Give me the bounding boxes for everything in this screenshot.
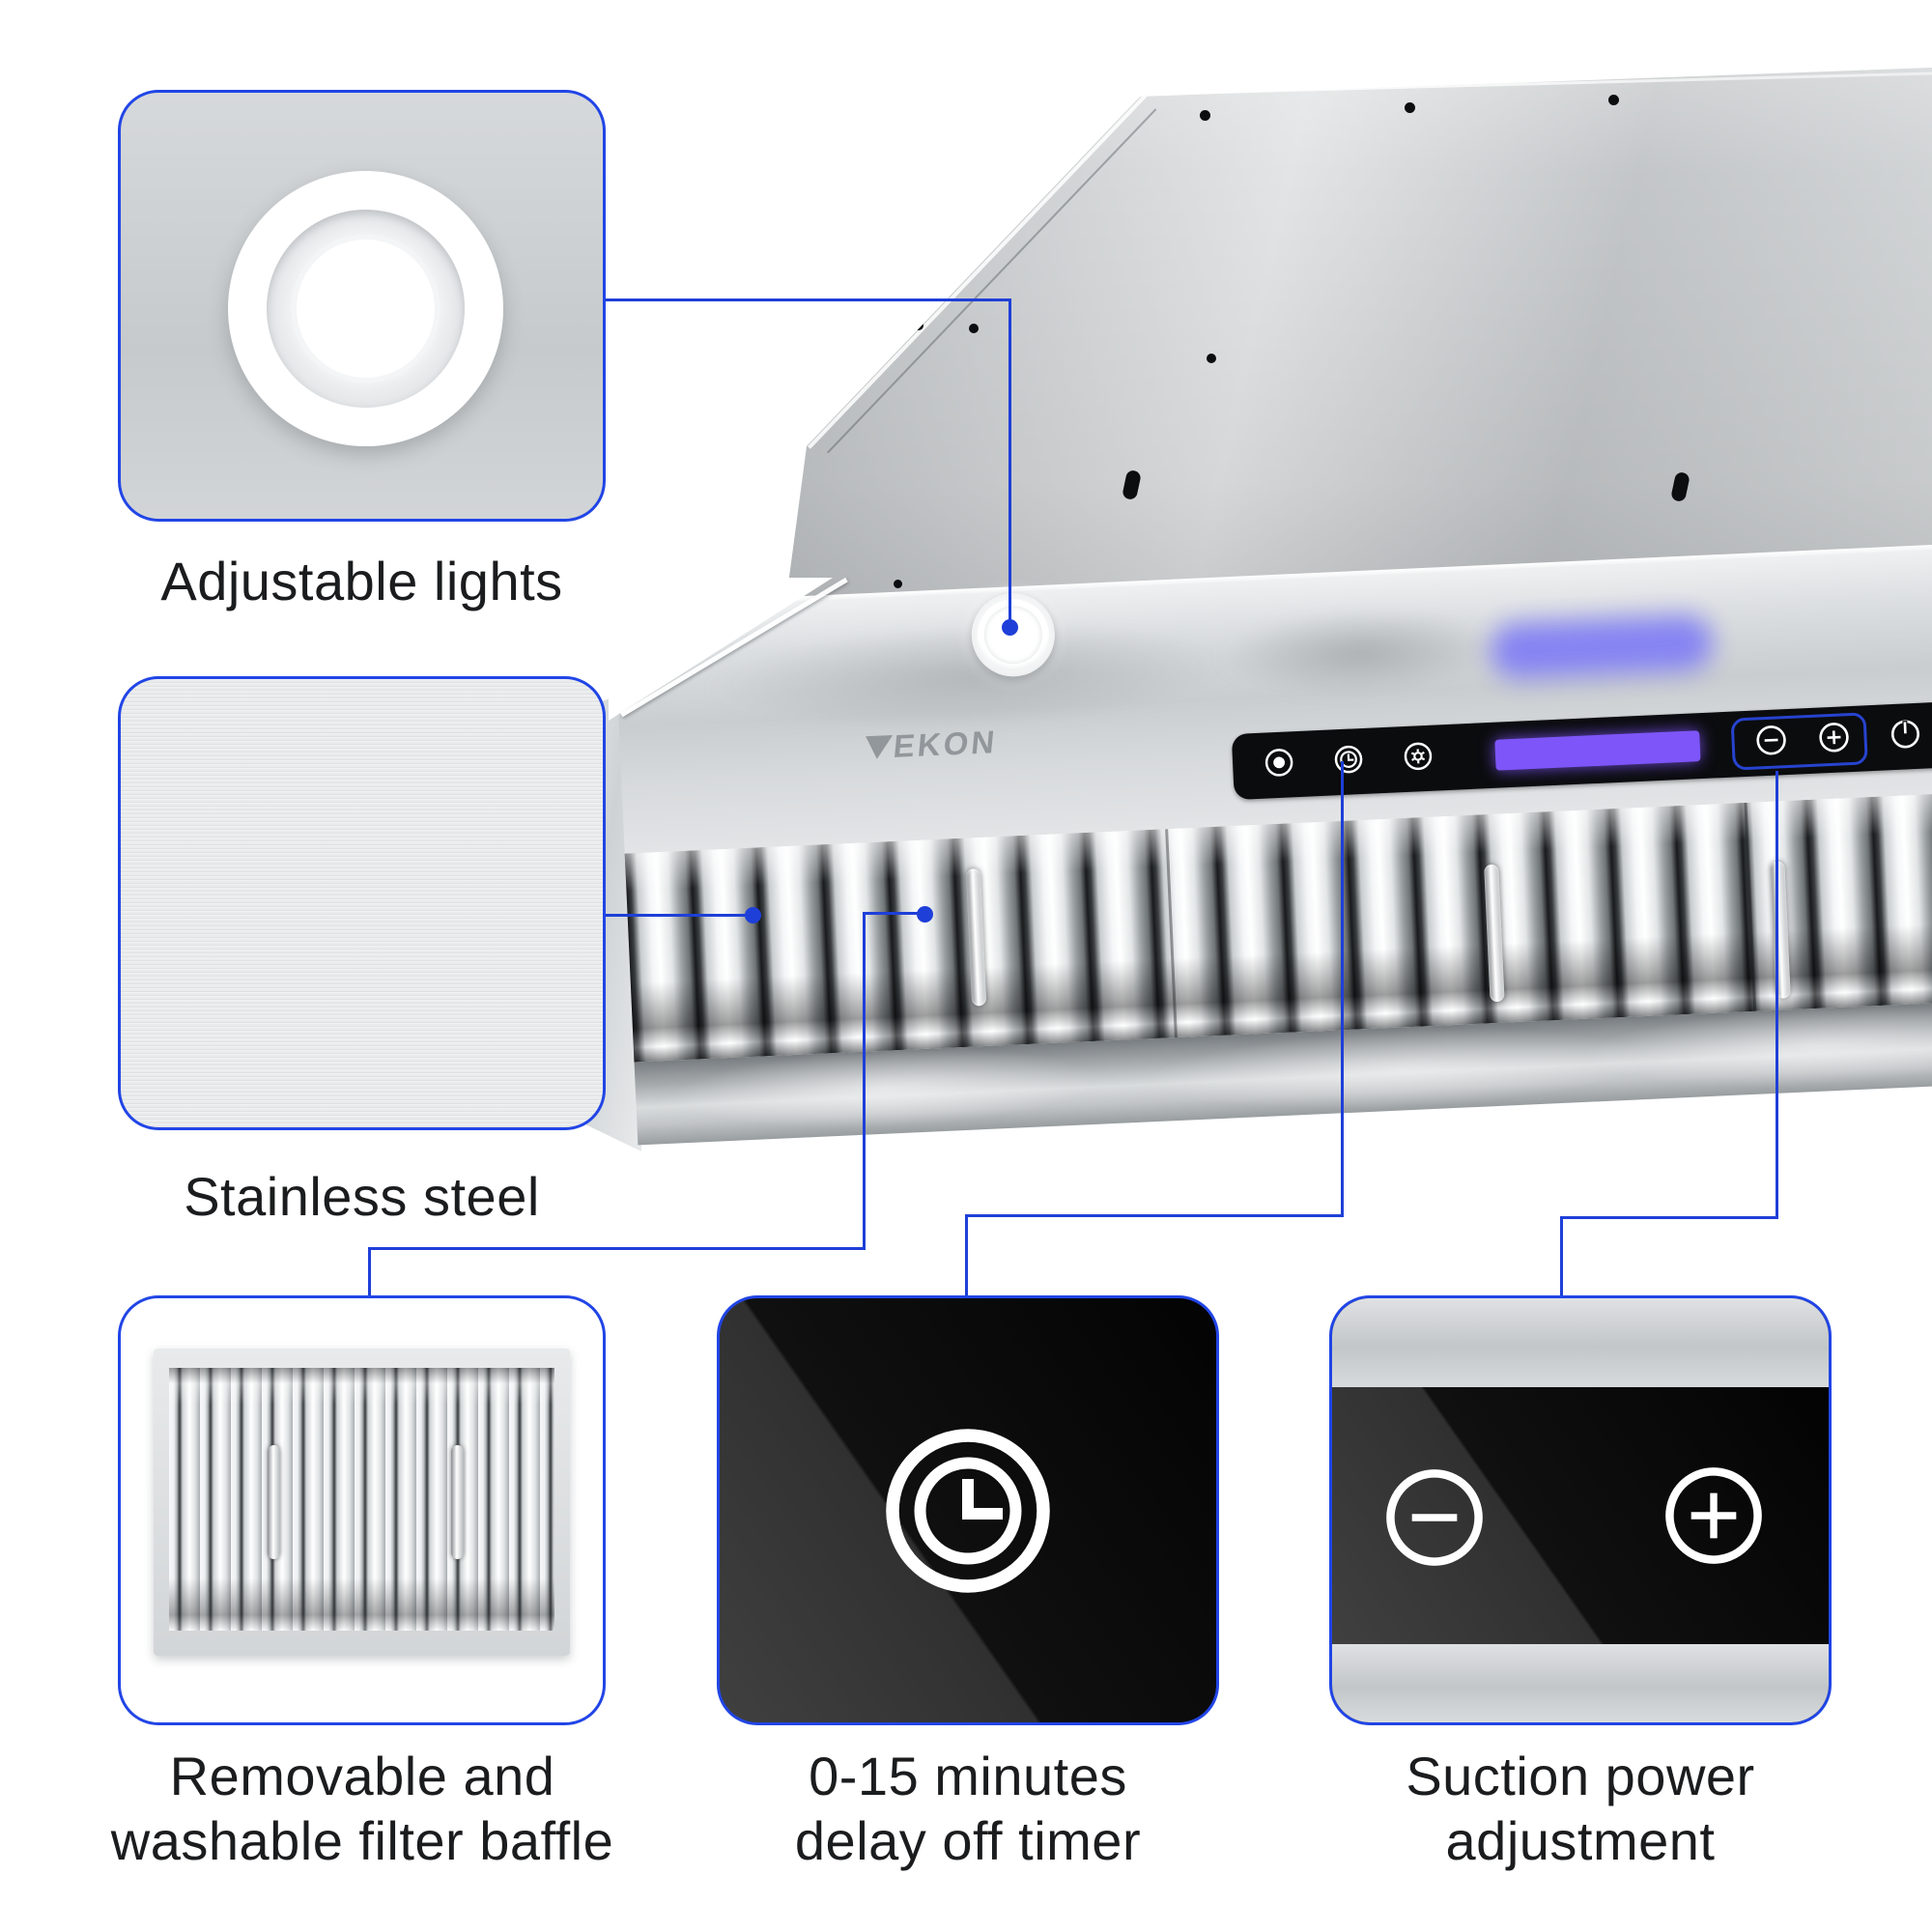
label-suction-line2: adjustment [1445,1810,1716,1872]
rivet [1200,110,1210,121]
suction-plus-icon [1665,1467,1762,1564]
label-timer-line1: 0-15 minutes [809,1746,1127,1806]
connector-timer-v1 [1341,761,1344,1217]
suction-black-panel [1332,1387,1829,1650]
fan-speed-button-icon [1403,741,1435,777]
rivet [1207,354,1216,363]
connector-timer-v2 [965,1214,968,1297]
hood-front-panel: EKON [613,546,1932,854]
power-button-icon [1889,718,1922,755]
connector-filter-h2 [370,1247,866,1250]
rivet [655,433,664,441]
rivet [1405,102,1415,113]
label-delay-timer: 0-15 minutes delay off timer [726,1744,1209,1873]
connector-suction-v2 [1560,1216,1563,1297]
brand-logo-text: EKON [892,724,1000,765]
connector-filter-v2 [368,1247,371,1297]
led-glow [1489,613,1715,680]
connector-suction-v1 [1776,771,1778,1219]
label-filter-baffle: Removable and washable filter baffle [87,1744,638,1873]
light-power-button-icon [1264,747,1295,782]
logo-triangle-icon [863,735,894,760]
connector-steel-h [606,914,753,917]
connector-lights-v [1009,298,1011,627]
suction-steel-strip-bottom [1332,1644,1829,1722]
delay-timer-button-icon [1333,744,1365,780]
label-adjustable-lights: Adjustable lights [160,551,563,611]
rivet [732,570,741,579]
decrease-button-icon [1754,724,1788,761]
suction-minus-icon [1386,1469,1483,1566]
connector-filter-v1 [863,912,866,1250]
filter-handle [451,1445,464,1559]
label-filter-line1: Removable and [169,1746,555,1806]
filter-baffle-graphic [154,1349,570,1656]
rivet [894,580,902,588]
callout-stainless-steel [118,676,606,1130]
hood-front-body: EKON [613,541,1932,1146]
filter-shading [169,1368,554,1631]
steel-reflection [1213,602,1507,702]
control-panel [1231,698,1932,801]
rivet [969,324,979,333]
suction-steel-strip-top [1332,1298,1829,1387]
label-suction-line1: Suction power [1406,1746,1755,1806]
filter-handle [268,1445,280,1559]
light-lens [292,235,440,383]
connector-steel-dot [745,907,761,923]
rivet [914,321,923,330]
connector-filter-dot [917,906,933,923]
brand-logo: EKON [863,724,999,766]
led-display [1494,730,1701,771]
rivet [1608,95,1619,105]
callout-suction-power [1329,1295,1832,1725]
connector-timer-h [965,1214,1344,1217]
label-filter-line2: washable filter baffle [110,1810,614,1872]
connector-lights-h [606,298,1011,301]
label-timer-line2: delay off timer [794,1810,1142,1872]
filter-slats [169,1368,554,1631]
adjustable-light-graphic [228,171,503,446]
label-suction-power: Suction power adjustment [1339,1744,1822,1873]
suction-buttons-highlight-box [1730,712,1868,771]
connector-lights-dot [1002,619,1018,636]
increase-button-icon [1817,721,1851,758]
label-stainless-steel: Stainless steel [184,1166,540,1227]
callout-filter-baffle [118,1295,606,1725]
callout-delay-timer [717,1295,1219,1725]
rivet [996,118,1007,128]
callout-adjustable-lights [118,90,606,522]
connector-suction-h [1560,1216,1778,1219]
connector-filter-h1 [865,912,924,915]
delay-timer-clock-icon [886,1428,1050,1593]
